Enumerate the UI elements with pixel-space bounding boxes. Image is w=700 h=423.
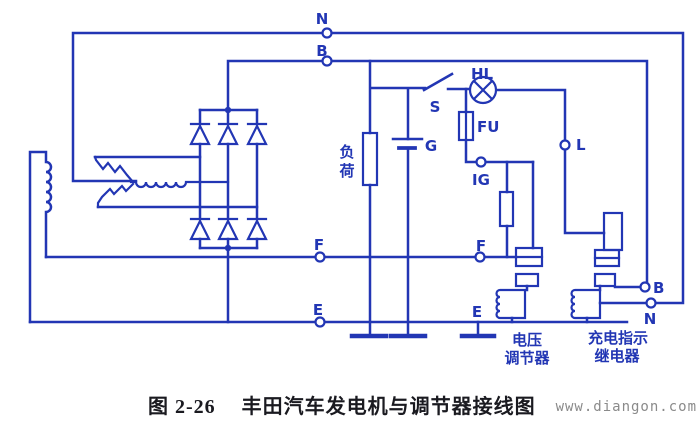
terminal-e-generator [314,316,326,328]
terminal-f-generator [314,251,326,263]
fuse-body [457,110,475,142]
label-switch: S [430,98,441,116]
diagram-labels: N B HL S G FU L IG F F E E B N 负 荷 电压 调节… [313,10,665,367]
label-regulator-line1: 电压 [512,331,542,349]
label-battery: G [425,137,437,155]
stator-zigzag-top [93,155,135,184]
terminal-b-relay [639,281,651,293]
wire-fuse-ig [464,87,535,164]
fuse [457,110,475,142]
field-winding [28,150,53,324]
wire-lamp-to-l [494,88,606,235]
stator-winding [93,155,259,209]
terminal-n-relay [645,297,657,309]
figure-caption: 图 2-26 丰田汽车发电机与调节器接线图 [148,390,536,419]
label-load-char1: 负 [339,143,354,161]
circuit-diagram: N B HL S G FU L IG F F E E B N 负 荷 电压 调节… [28,10,685,367]
field-coil [28,150,53,324]
diode-icon [189,122,211,146]
terminal-l [559,139,571,151]
label-relay-line2: 继电器 [594,347,640,365]
label-load-char2: 荷 [339,162,354,180]
rectifier-bridge [189,106,268,324]
label-terminal-f-generator: F [314,236,324,254]
label-terminal-f-regulator: F [476,237,486,255]
label-terminal-b-top: B [316,42,327,60]
label-regulator-line2: 调节器 [504,349,550,367]
diode-icon [246,217,268,241]
stator-zigzag-bottom [96,182,135,209]
regulator-coil [495,288,527,320]
label-terminal-n-top: N [316,10,329,28]
watermark-url: www.diangon.com [555,399,697,415]
junction-dot [224,244,232,252]
battery [388,137,428,339]
wire-regulator-internal [476,160,535,335]
lamp-cross [472,79,494,101]
wire-n-line [71,31,685,305]
relay-bracket [602,211,624,252]
wire-relay-internal [585,284,602,324]
figure-title: 丰田汽车发电机与调节器接线图 [241,396,536,418]
ignition-switch [422,72,454,92]
terminal-ig [475,156,487,168]
label-relay-line1: 充电指示 [588,329,648,347]
charge-indicator-relay [570,211,624,320]
terminal-b-top [321,55,333,67]
charge-indicator-lamp [468,75,498,105]
terminal-f-regulator [474,251,486,263]
label-terminal-ig: IG [472,171,490,189]
terminals [314,27,657,328]
label-fuse: FU [477,118,499,136]
regulator-resistor [498,190,515,228]
wire-b-line [226,59,649,289]
label-lamp: HL [471,65,494,83]
label-terminal-l: L [576,136,586,154]
load-resistor-body [361,131,379,187]
regulator-contact-lower [514,272,540,288]
wire-load-battery-branch [368,59,427,335]
junction-dot [224,106,232,114]
relay-coil [570,288,602,320]
diode-icon [217,122,239,146]
label-terminal-b-relay: B [653,279,664,297]
load-resistor [349,131,389,339]
diode-icon [246,122,268,146]
figure-number: 图 2-26 [148,396,216,418]
voltage-regulator [459,190,544,339]
terminal-n-top [321,27,333,39]
wiring [28,31,685,335]
relay-contact-lower [593,272,617,288]
label-terminal-e-generator: E [313,301,323,319]
label-terminal-e-regulator: E [472,303,482,321]
label-terminal-n-relay: N [644,310,657,328]
stator-coil-middle [129,180,230,189]
switch-blade [422,72,454,92]
diode-icon [189,217,211,241]
diode-icon [217,217,239,241]
